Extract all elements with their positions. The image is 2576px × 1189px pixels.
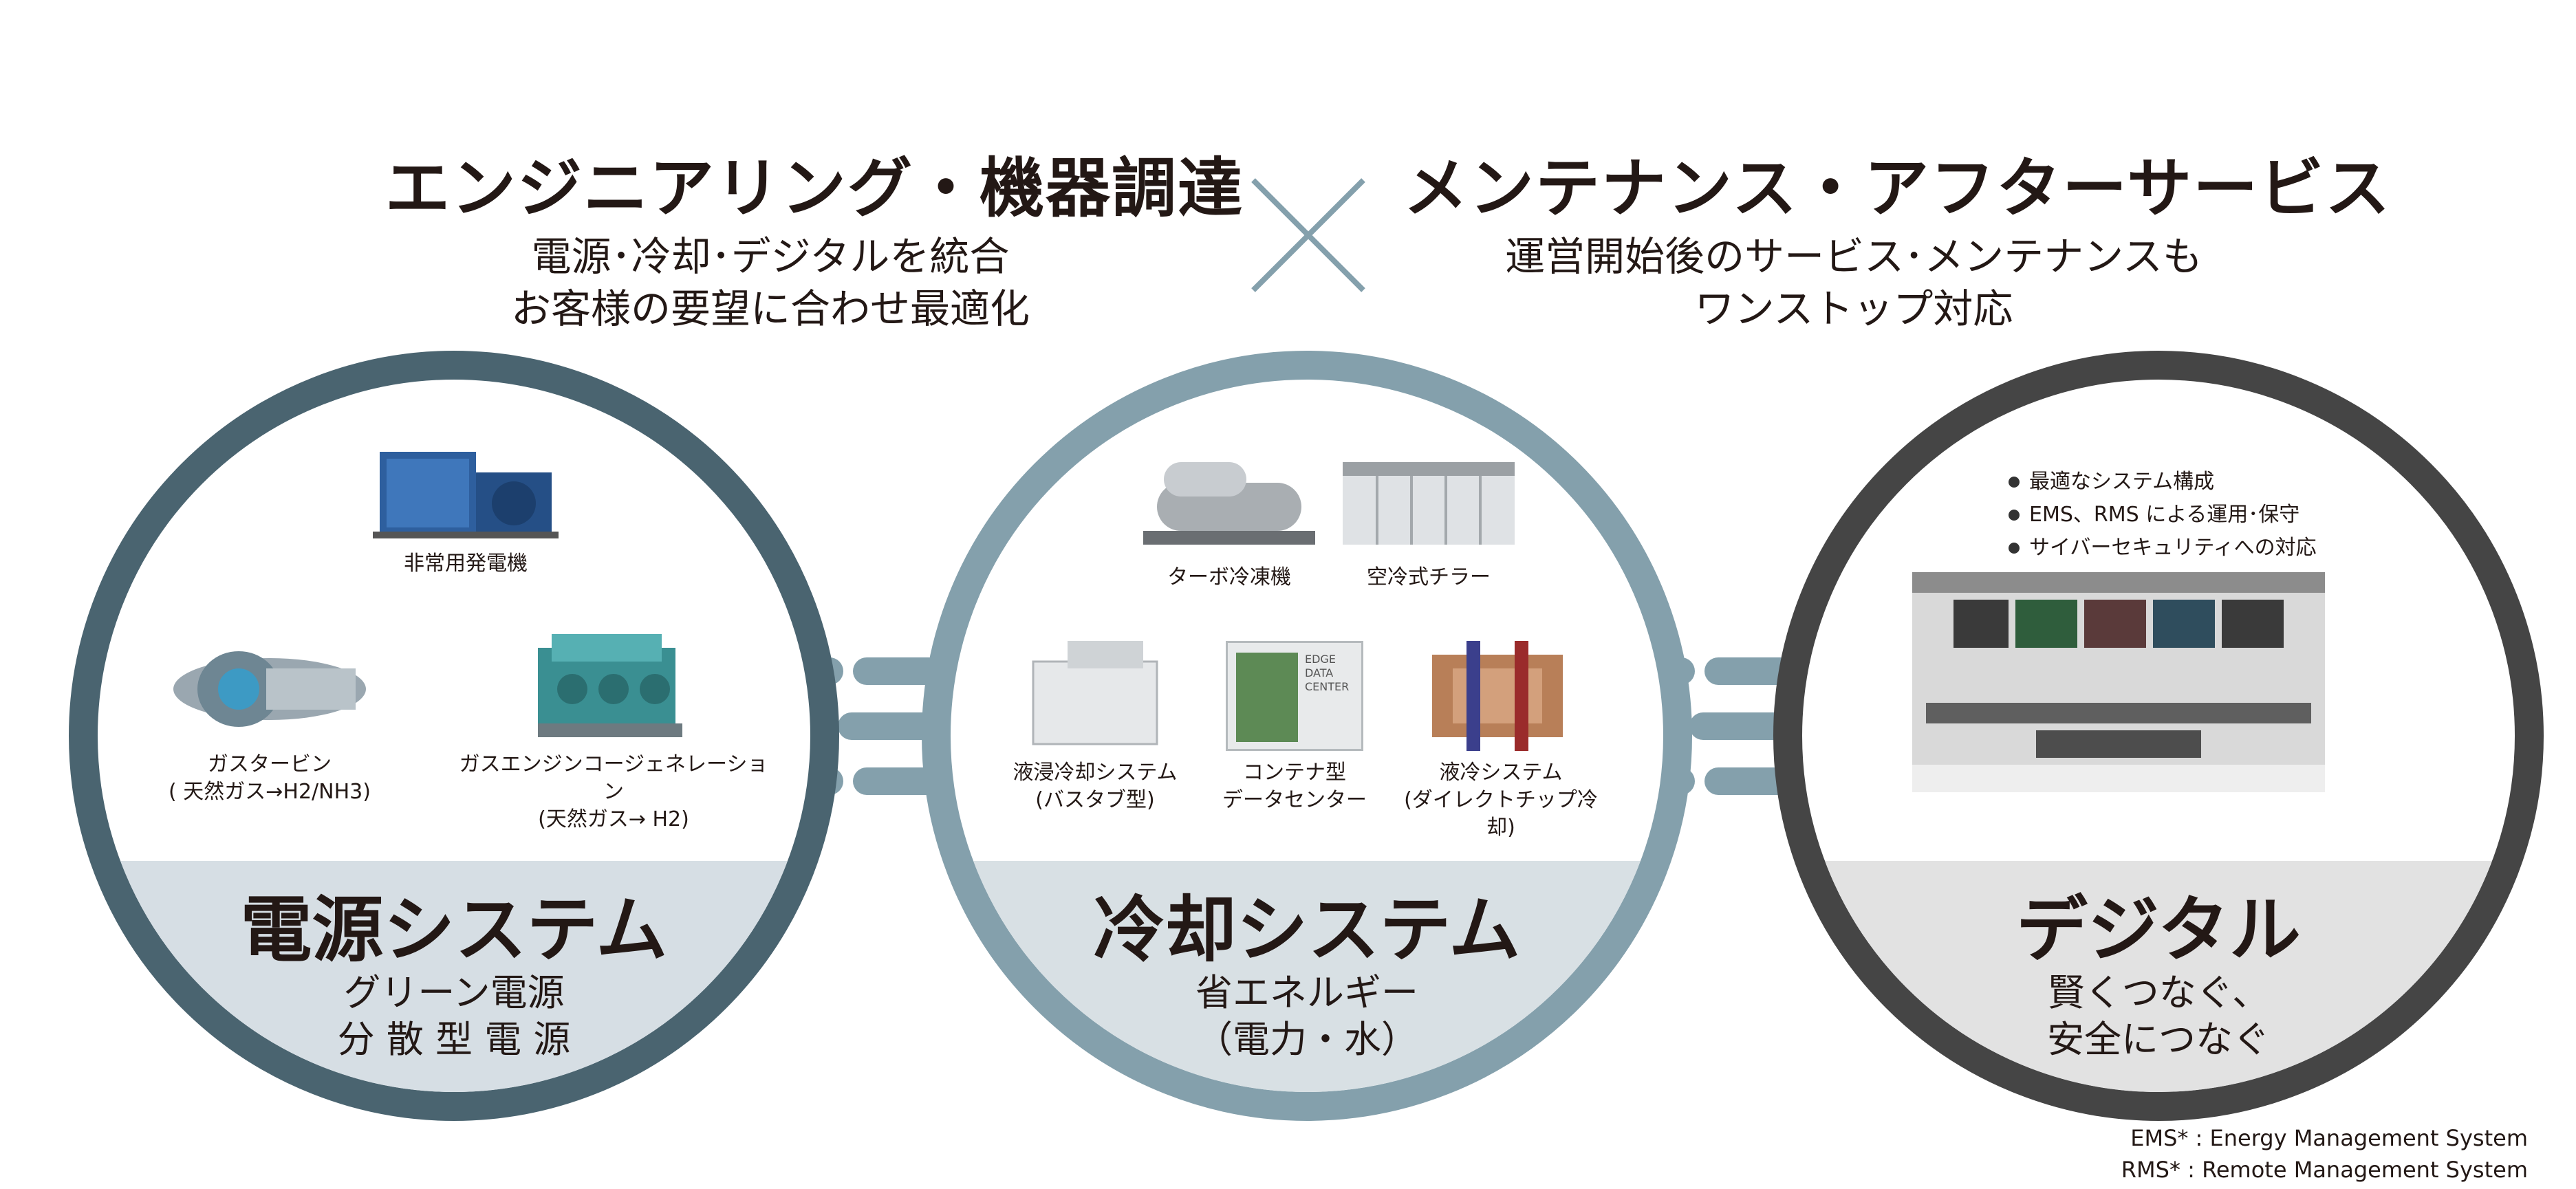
digital-subtitle: 賢くつなぐ、 安全につなぐ bbox=[2047, 971, 2270, 1061]
gas-engine-label: ガスエンジンコージェネレーション (天然ガス→ H2) bbox=[459, 752, 768, 831]
turbo-chiller-label: ターボ冷凍機 bbox=[1167, 565, 1291, 589]
bullet-dot-icon bbox=[2009, 477, 2020, 488]
bullet-text: EMS、RMS による運用･保守 bbox=[2029, 503, 2300, 527]
engineering-description: 電源･冷却･デジタルを統合 お客様の要望に合わせ最適化 bbox=[385, 230, 1156, 335]
container-panel bbox=[1236, 653, 1298, 742]
immersion-cooling-label: 液浸冷却システム (バスタブ型) bbox=[1013, 761, 1178, 812]
maintenance-desc-line-2: ワンストップ対応 bbox=[1694, 285, 2013, 332]
gas-turbine-illustration bbox=[173, 651, 366, 727]
bullet-dot-icon bbox=[2009, 543, 2020, 554]
digital-circle: 最適なシステム構成 EMS、RMS による運用･保守 サイバーセキュリティへの対… bbox=[1773, 351, 2544, 1121]
gas-engine-illustration bbox=[538, 634, 682, 737]
cooling-system-subtitle: 省エネルギー （電力・水） bbox=[1195, 971, 1418, 1061]
bullet-text: サイバーセキュリティへの対応 bbox=[2029, 536, 2317, 560]
engineering-desc-line-2: お客様の要望に合わせ最適化 bbox=[510, 285, 1030, 332]
cooling-system-circle: ターボ冷凍機 空冷式チラー 液浸冷却システム (バスタブ型) EDGE DATA… bbox=[922, 351, 1692, 1121]
gas-turbine-label: ガスタービン ( 天然ガス→H2/NH3) bbox=[169, 752, 371, 804]
digital-band bbox=[1802, 861, 2515, 1092]
power-system-subtitle: グリーン電源 分 散 型 電 源 bbox=[337, 971, 571, 1061]
bullet-item: サイバーセキュリティへの対応 bbox=[2009, 532, 2317, 565]
engineering-title: エンジニアリング・機器調達 bbox=[385, 151, 1244, 226]
engineering-desc-line-1: 電源･冷却･デジタルを統合 bbox=[531, 233, 1010, 280]
liquid-cooling-illustration bbox=[1432, 641, 1563, 751]
bullet-item: 最適なシステム構成 bbox=[2009, 466, 2317, 499]
air-cooled-chiller-label: 空冷式チラー bbox=[1367, 565, 1491, 589]
container-datacenter-label: コンテナ型 データセンター bbox=[1222, 761, 1367, 812]
bullet-dot-icon bbox=[2009, 510, 2020, 521]
bullet-text: 最適なシステム構成 bbox=[2029, 470, 2215, 494]
turbo-chiller-illustration bbox=[1143, 462, 1315, 545]
liquid-cooling-label: 液冷システム (ダイレクトチップ冷却) bbox=[1404, 761, 1598, 840]
bullet-item: EMS、RMS による運用･保守 bbox=[2009, 499, 2317, 532]
emergency-generator-label: 非常用発電機 bbox=[404, 552, 528, 576]
immersion-cooling-illustration bbox=[1032, 641, 1158, 745]
rms-footnote: RMS* : Remote Management System bbox=[2121, 1157, 2528, 1183]
emergency-generator-illustration bbox=[373, 452, 559, 538]
air-cooled-chiller-illustration bbox=[1343, 462, 1515, 545]
maintenance-desc-line-1: 運営開始後のサービス･メンテナンスも bbox=[1505, 233, 2202, 280]
power-system-title: 電源システム bbox=[240, 888, 668, 972]
control-room-illustration bbox=[1912, 572, 2325, 792]
maintenance-title: メンテナンス・アフターサービス bbox=[1403, 151, 2392, 226]
digital-bullet-list: 最適なシステム構成 EMS、RMS による運用･保守 サイバーセキュリティへの対… bbox=[2009, 466, 2317, 565]
maintenance-description: 運営開始後のサービス･メンテナンスも ワンストップ対応 bbox=[1403, 230, 2304, 335]
ems-footnote: EMS* : Energy Management System bbox=[2130, 1125, 2528, 1151]
container-datacenter-illustration: EDGE DATA CENTER bbox=[1226, 641, 1363, 751]
digital-title: デジタル bbox=[2016, 888, 2301, 972]
power-band bbox=[98, 861, 810, 1092]
cooling-system-title: 冷却システム bbox=[1093, 888, 1521, 972]
container-label: EDGE DATA CENTER bbox=[1305, 653, 1350, 693]
power-system-circle: 非常用発電機 ガスタービン ( 天然ガス→H2/NH3) ガスエンジンコージェネ… bbox=[69, 351, 839, 1121]
cross-symbol bbox=[1251, 178, 1365, 292]
cooling-band bbox=[951, 861, 1663, 1092]
